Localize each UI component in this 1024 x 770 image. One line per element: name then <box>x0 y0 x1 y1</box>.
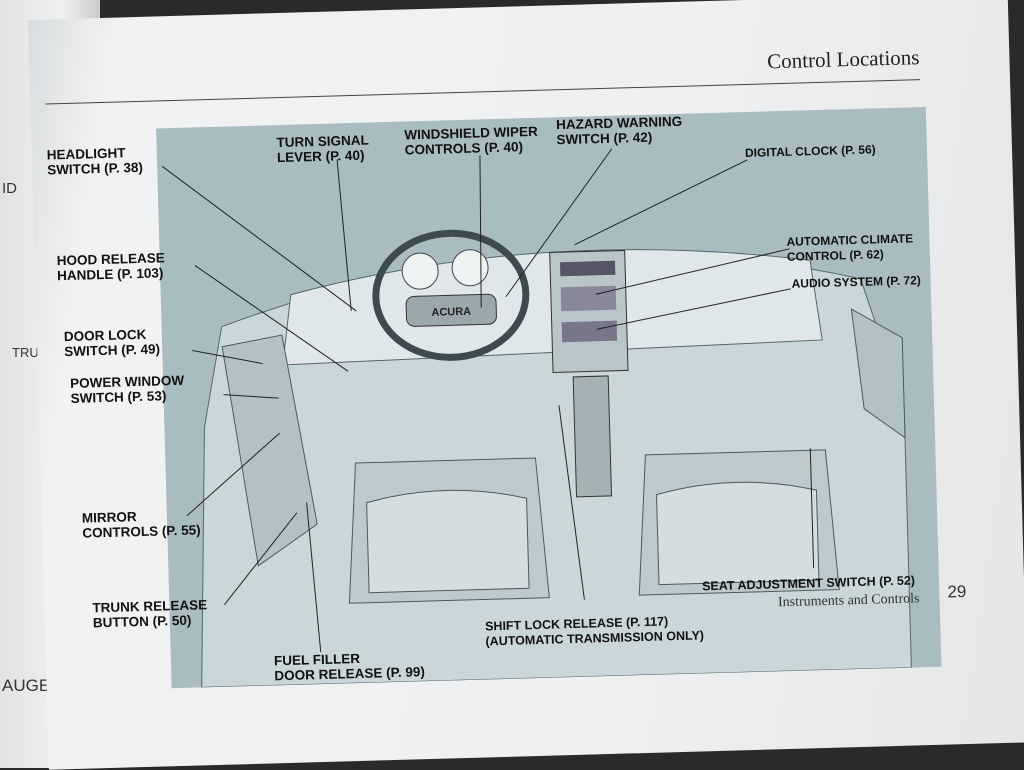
manual-page: Control Locations ACURA <box>28 0 1024 770</box>
label-headlight-switch: HEADLIGHT SWITCH (P. 38) <box>46 145 144 178</box>
label-power-window-switch: POWER WINDOW SWITCH (P. 53) <box>69 372 185 406</box>
label-mirror-controls: MIRROR CONTROLS (P. 55) <box>81 509 201 541</box>
label-trunk-release-button: TRUNK RELEASE BUTTON (P. 50) <box>92 597 208 631</box>
label-shift-lock-release: SHIFT LOCK RELEASE (P. 117) (AUTOMATIC T… <box>484 614 705 649</box>
page-title: Control Locations <box>766 45 920 74</box>
label-hazard-warning-switch: HAZARD WARNING SWITCH (P. 42) <box>555 113 683 148</box>
dashboard-drawing: ACURA <box>201 229 912 688</box>
label-door-lock-switch: DOOR LOCK SWITCH (P. 49) <box>63 326 161 360</box>
steering-badge: ACURA <box>431 306 471 319</box>
label-turn-signal-lever: TURN SIGNAL LEVER (P. 40) <box>276 132 369 166</box>
header-rule <box>45 79 921 105</box>
interior-illustration: ACURA <box>156 106 942 689</box>
page-number: 29 <box>947 582 967 602</box>
label-hood-release-handle: HOOD RELEASE HANDLE (P. 103) <box>56 250 165 284</box>
left-page-fragment: AUGE <box>2 676 51 695</box>
left-page-fragment: ID <box>2 180 17 197</box>
label-automatic-climate-control: AUTOMATIC CLIMATE CONTROL (P. 62) <box>786 231 914 264</box>
label-fuel-filler-door-release: FUEL FILLER DOOR RELEASE (P. 99) <box>273 650 426 684</box>
label-windshield-wiper-controls: WINDSHIELD WIPER CONTROLS (P. 40) <box>404 123 539 158</box>
